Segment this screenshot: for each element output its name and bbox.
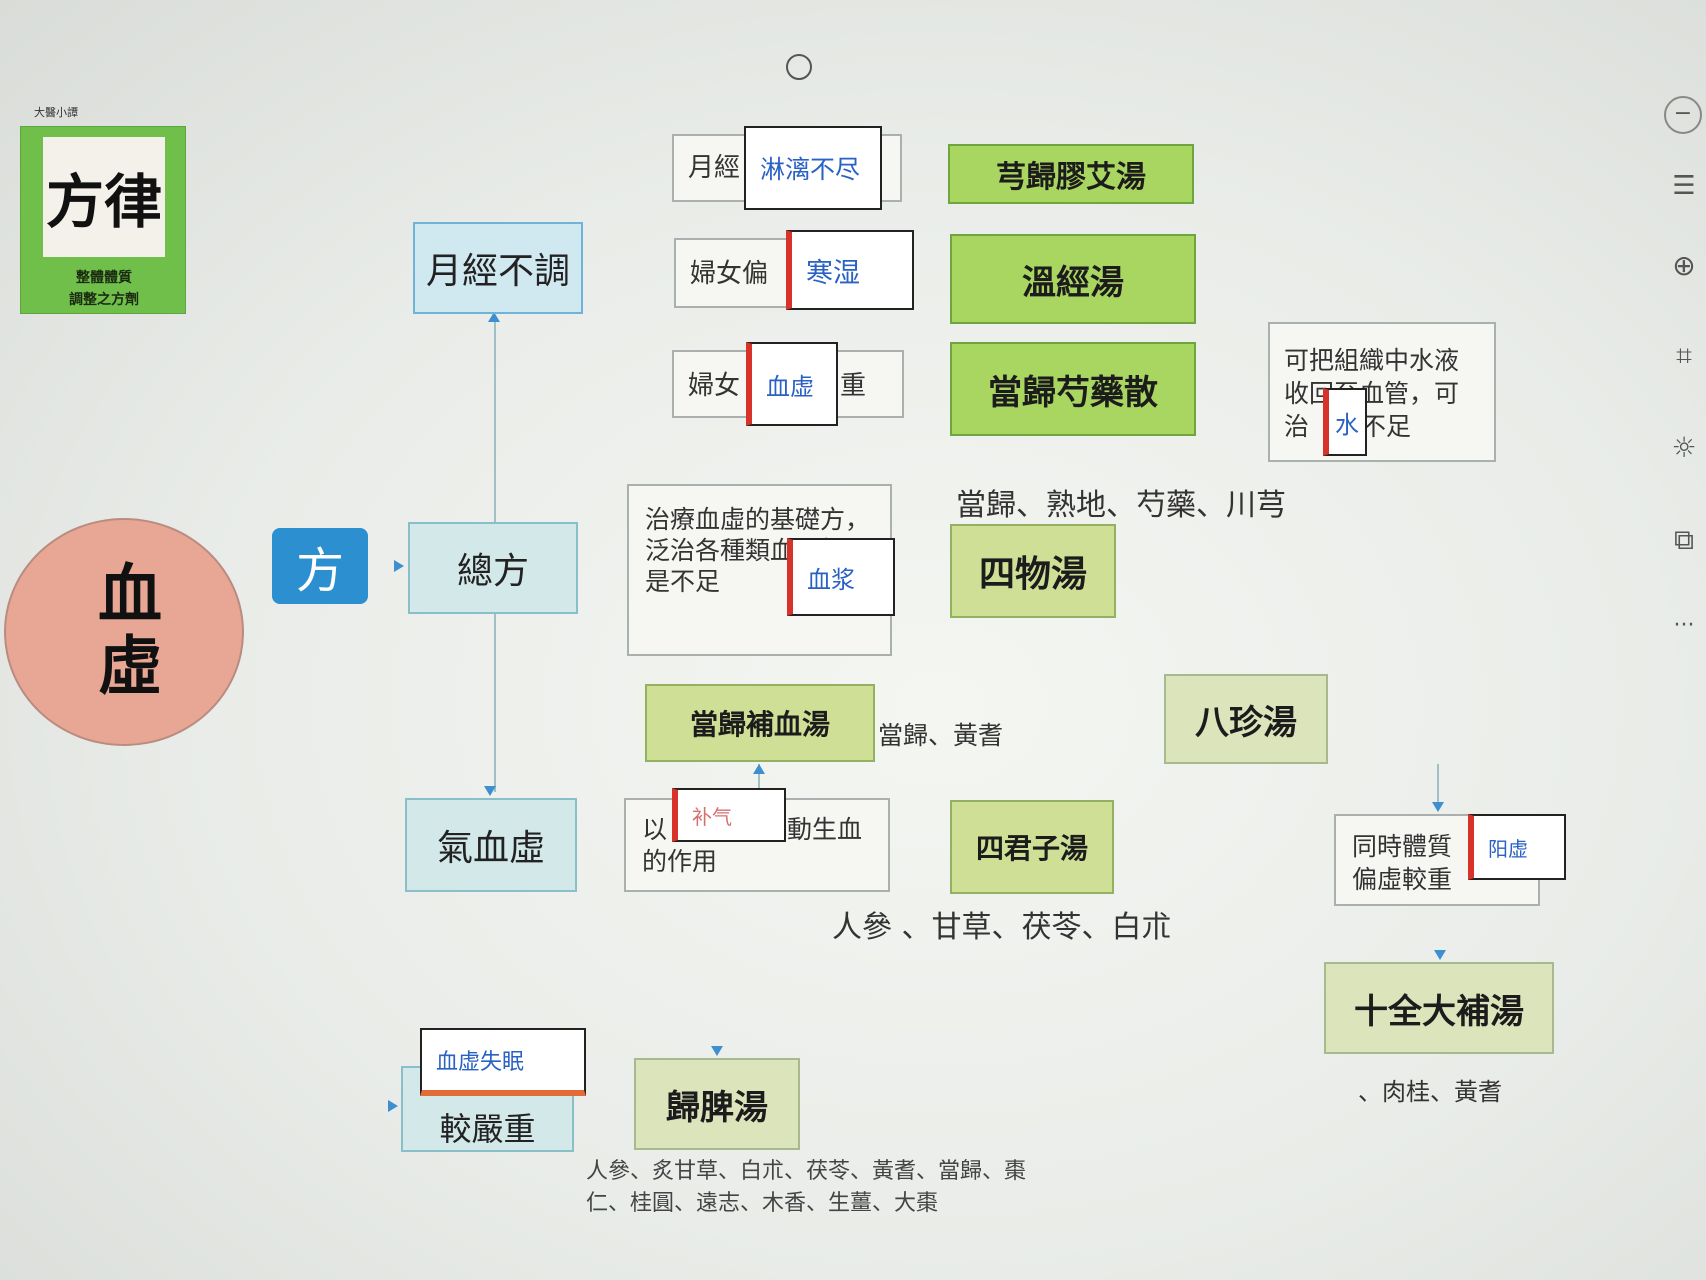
formula-jiaoai[interactable]: 芎歸膠艾湯 [948,144,1194,204]
popup-yangxu[interactable]: 阳虚 [1468,814,1566,880]
formula-danggui-buxue[interactable]: 當歸補血湯 [645,684,875,762]
note-water-line2: 收回至血管，可 [1284,379,1460,408]
zoom-in-icon[interactable]: ⊕ [1672,249,1696,282]
note-water-line1: 可把組織中水液 [1284,346,1460,375]
formula-shiquan-dabu[interactable]: 十全大補湯 [1324,962,1554,1054]
note-yang-line1: 同時體質 [1352,832,1453,861]
popup-shui[interactable]: 水 [1323,388,1367,456]
formula-danggui-shaoyao[interactable]: 當歸芍藥散 [950,342,1196,436]
connector-arrow-guipi [711,1046,723,1056]
note-qixue-prefix: 以 [642,815,668,844]
connector-arrow-right-severe [388,1100,404,1112]
note-3-suffix: 重 [840,371,867,401]
category-qi-blood[interactable]: 氣血虛 [405,798,577,892]
top-circle-marker [786,54,812,80]
topic-label: 血虛 [87,560,162,704]
crop-icon[interactable]: ⌗ [1676,339,1692,372]
herbs-shiquan: 、肉桂、黃耆 [1358,1078,1502,1106]
popup-buqi[interactable]: 补气 [672,788,786,842]
popup-hanshi[interactable]: 寒湿 [786,230,914,310]
connector-arrow-yang [1432,802,1444,812]
translate-icon[interactable]: ⧉ [1674,523,1694,556]
note-water: 可把組織中水液 收回至血管，可 治 不足 [1268,322,1496,462]
popup-linli[interactable]: 淋漓不尽 [744,126,882,210]
herbs-guipi: 人參、炙甘草、白朮、茯苓、黃耆、當歸、棗仁、桂圓、遠志、木香、生薑、大棗 [586,1159,1027,1216]
lightbulb-icon[interactable]: ☼ [1671,431,1697,464]
note-3-text: 婦女 [688,371,741,401]
herbs-sijunzi: 人參 、甘草、茯苓、白朮 [832,910,1172,945]
connector-arrow-buxue [753,764,765,774]
formula-wenjing[interactable]: 溫經湯 [950,234,1196,324]
category-severe-label: 較嚴重 [439,1110,536,1148]
category-general[interactable]: 總方 [408,522,578,614]
connector-bazhen [1437,764,1439,810]
logo-caption: 大醫小譚 [34,106,78,119]
note-qi-blood: 以 動生血 的作用 [624,798,890,892]
formula-siwu[interactable]: 四物湯 [950,524,1116,618]
topic-node[interactable]: 血虛 [4,518,244,746]
right-toolbar: − ☰ ⊕ ⌗ ☼ ⧉ ··· [1660,86,1706,686]
fang-tag[interactable]: 方 [272,528,368,604]
herbs-buxue: 當歸、黃耆 [878,721,1004,750]
connector-arrow-right [394,560,410,572]
note-water-line3-suffix: 不足 [1361,412,1412,441]
herbs-siwu: 當歸、熟地、芍藥、川芎 [956,488,1286,523]
category-menstrual[interactable]: 月經不調 [413,222,583,314]
formula-sijunzi[interactable]: 四君子湯 [950,800,1114,894]
popup-xuejiang[interactable]: 血浆 [787,538,895,616]
note-water-line3-prefix: 治 [1284,412,1310,441]
more-icon[interactable]: ··· [1673,613,1695,638]
connector-arrow-down [484,786,496,796]
zoom-out-icon[interactable]: − [1664,96,1702,134]
note-yang-line2: 偏虛較重 [1352,865,1453,894]
formula-guipi[interactable]: 歸脾湯 [634,1058,800,1150]
note-2-text: 婦女偏 [690,259,769,289]
logo-subtitle-line1: 整體體質 [76,270,132,286]
list-view-icon[interactable]: ☰ [1672,171,1696,201]
connector-arrow-shiquan [1434,950,1446,960]
connector-buxue [758,764,760,798]
note-qixue-suffix: 動生血 [787,815,863,844]
logo-calligraphy: 方律 [43,137,165,257]
popup-xuexu-shimian[interactable]: 血虚失眠 [420,1028,586,1096]
brand-logo: 方律 整體體質 調整之方劑 [20,126,186,314]
logo-subtitle-line2: 調整之方劑 [69,292,139,308]
popup-xuexu[interactable]: 血虚 [746,342,838,426]
note-1-text: 月經 [688,153,741,183]
formula-bazhen[interactable]: 八珍湯 [1164,674,1328,764]
connector-arrow-up [488,312,500,322]
note-qixue-line2: 的作用 [642,847,718,876]
